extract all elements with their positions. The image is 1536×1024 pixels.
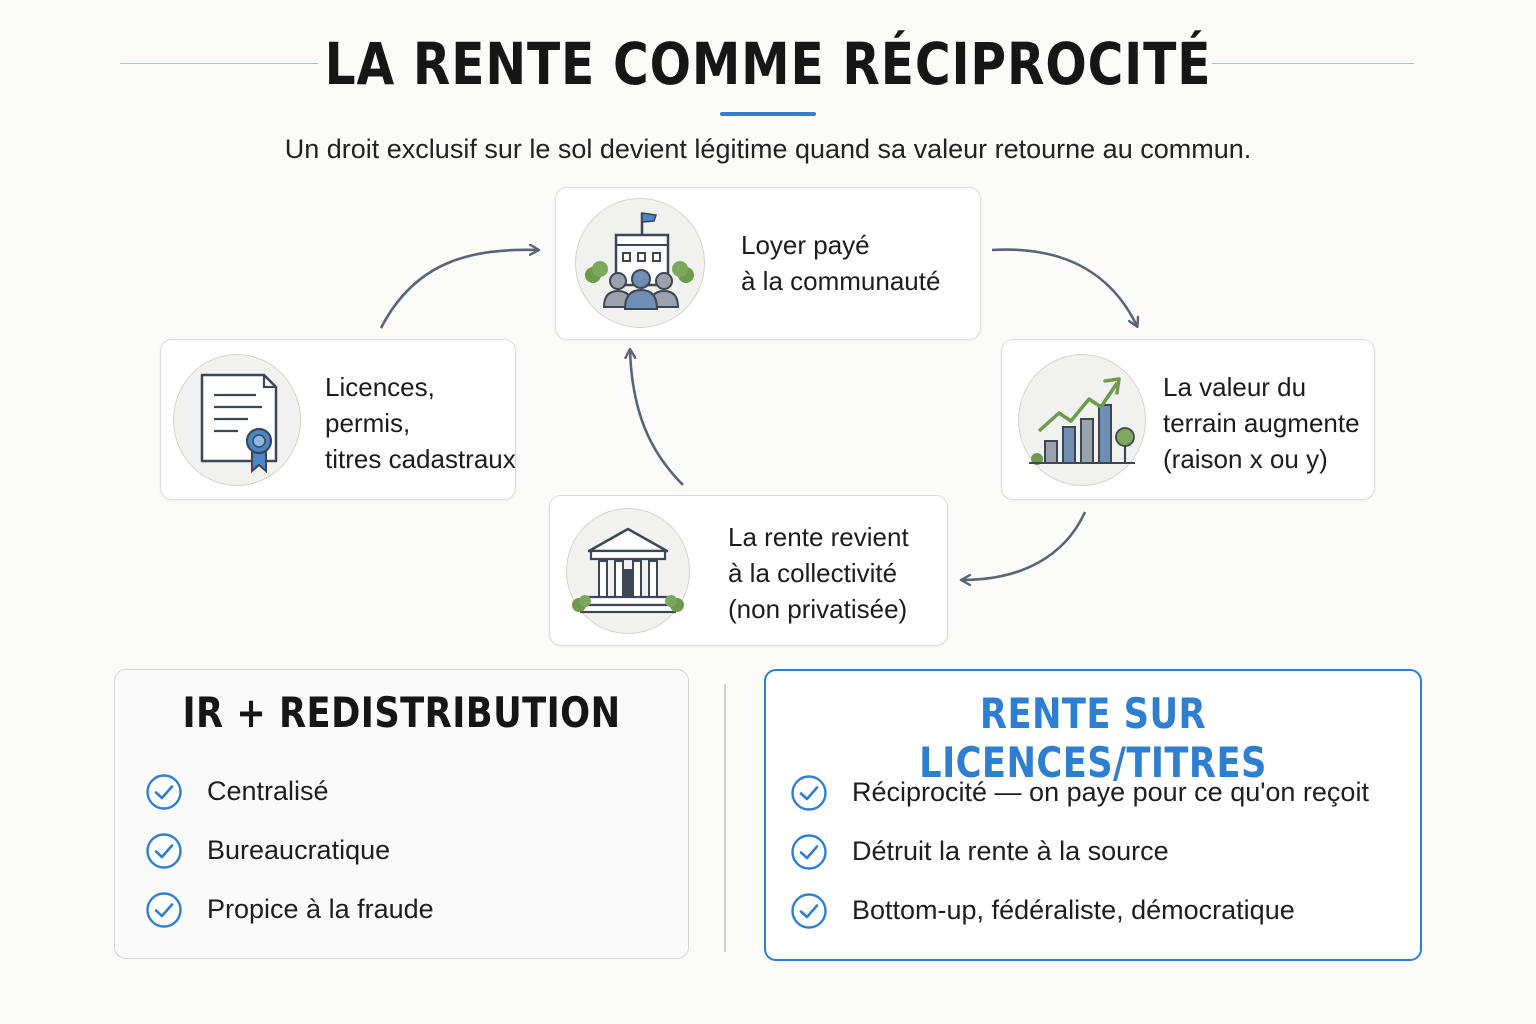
certificate-icon	[200, 373, 278, 474]
arrow-licences-to-loyer	[379, 250, 538, 329]
list-item: Bureaucratique	[145, 821, 434, 880]
list-item: Réciprocité — on paye pour ce qu'on reço…	[790, 763, 1369, 822]
rente-list: Réciprocité — on paye pour ce qu'on reço…	[790, 763, 1369, 940]
title-rule-right	[1212, 63, 1414, 64]
step-text-licences: Licences, permis, titres cadastraux	[325, 372, 516, 474]
list-item: Bottom-up, fédéraliste, démocratique	[790, 881, 1369, 940]
step-icon-licences	[173, 354, 301, 486]
step-text-valeur: La valeur du terrain augmente (raison x …	[1163, 372, 1360, 474]
step-icon-rente	[566, 508, 690, 634]
arrow-valeur-to-rente	[962, 511, 1087, 580]
panel-divider	[724, 684, 726, 952]
rising-chart-icon	[1029, 377, 1135, 465]
step-card-loyer: Loyer payé à la communauté	[555, 187, 981, 340]
title-rule-left	[120, 63, 318, 64]
list-item: Propice à la fraude	[145, 880, 434, 939]
page-subtitle: Un droit exclusif sur le sol devient lég…	[284, 134, 1252, 164]
arrow-rente-to-loyer	[630, 350, 684, 486]
comparison-panel-rente: RENTE SUR LICENCES/TITRES Réciprocité — …	[764, 669, 1422, 961]
step-card-valeur: La valeur du terrain augmente (raison x …	[1001, 339, 1375, 500]
arrow-loyer-to-valeur	[991, 248, 1137, 326]
step-card-rente: La rente revient à la collectivité (non …	[549, 495, 948, 646]
check-icon	[146, 832, 182, 869]
panel-title-ir: IR + REDISTRIBUTION	[182, 688, 621, 737]
step-text-rente: La rente revient à la collectivité (non …	[728, 522, 909, 624]
check-icon	[791, 833, 827, 870]
comparison-panel-ir: IR + REDISTRIBUTION Centralisé Bureaucra…	[114, 669, 689, 959]
step-icon-loyer	[575, 198, 705, 328]
list-item: Détruit la rente à la source	[790, 822, 1369, 881]
check-icon	[146, 773, 182, 810]
check-icon	[791, 774, 827, 811]
step-text-loyer: Loyer payé à la communauté	[741, 230, 941, 296]
community-building-icon	[585, 212, 694, 310]
list-item: Centralisé	[145, 762, 434, 821]
check-icon	[146, 891, 182, 928]
panel-title-rente: RENTE SUR LICENCES/TITRES	[919, 689, 1267, 787]
title-accent-bar	[720, 112, 816, 116]
check-icon	[791, 892, 827, 929]
ir-list: Centralisé Bureaucratique Propice à la f…	[145, 762, 434, 939]
civic-building-icon	[572, 527, 684, 614]
step-icon-valeur	[1018, 354, 1146, 486]
step-card-licences: Licences, permis, titres cadastraux	[160, 339, 516, 500]
page-title: LA RENTE COMME RÉCIPROCITÉ	[324, 30, 1212, 98]
